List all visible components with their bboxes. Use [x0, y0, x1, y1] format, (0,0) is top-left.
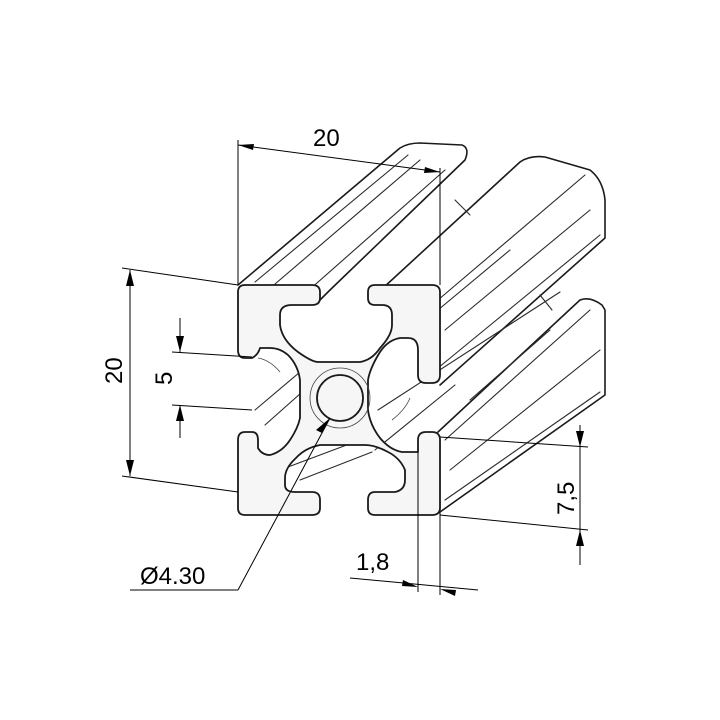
extrusion-body	[237, 142, 606, 513]
dim-label-wall-thickness: 1,8	[356, 549, 389, 576]
dimension-wall-thickness	[349, 452, 479, 596]
dimension-slot-offset	[439, 425, 589, 565]
dimension-slot-opening	[171, 318, 253, 438]
rail-top-right	[369, 155, 606, 386]
dim-label-top-width: 20	[313, 125, 340, 152]
dim-label-left-height: 20	[101, 357, 128, 384]
dimension-left-height	[121, 267, 239, 493]
center-bore	[316, 374, 364, 422]
dimension-top-width	[237, 140, 441, 285]
dim-label-bore-diameter: Ø4.30	[140, 563, 205, 590]
cross-section-face	[237, 284, 441, 516]
rail-top-left	[237, 142, 468, 303]
dimension-bore-diameter	[130, 417, 331, 591]
dim-label-slot-offset: 7,5	[553, 482, 580, 515]
dim-label-slot-opening: 5	[151, 372, 178, 385]
rail-right-lower	[437, 298, 606, 513]
